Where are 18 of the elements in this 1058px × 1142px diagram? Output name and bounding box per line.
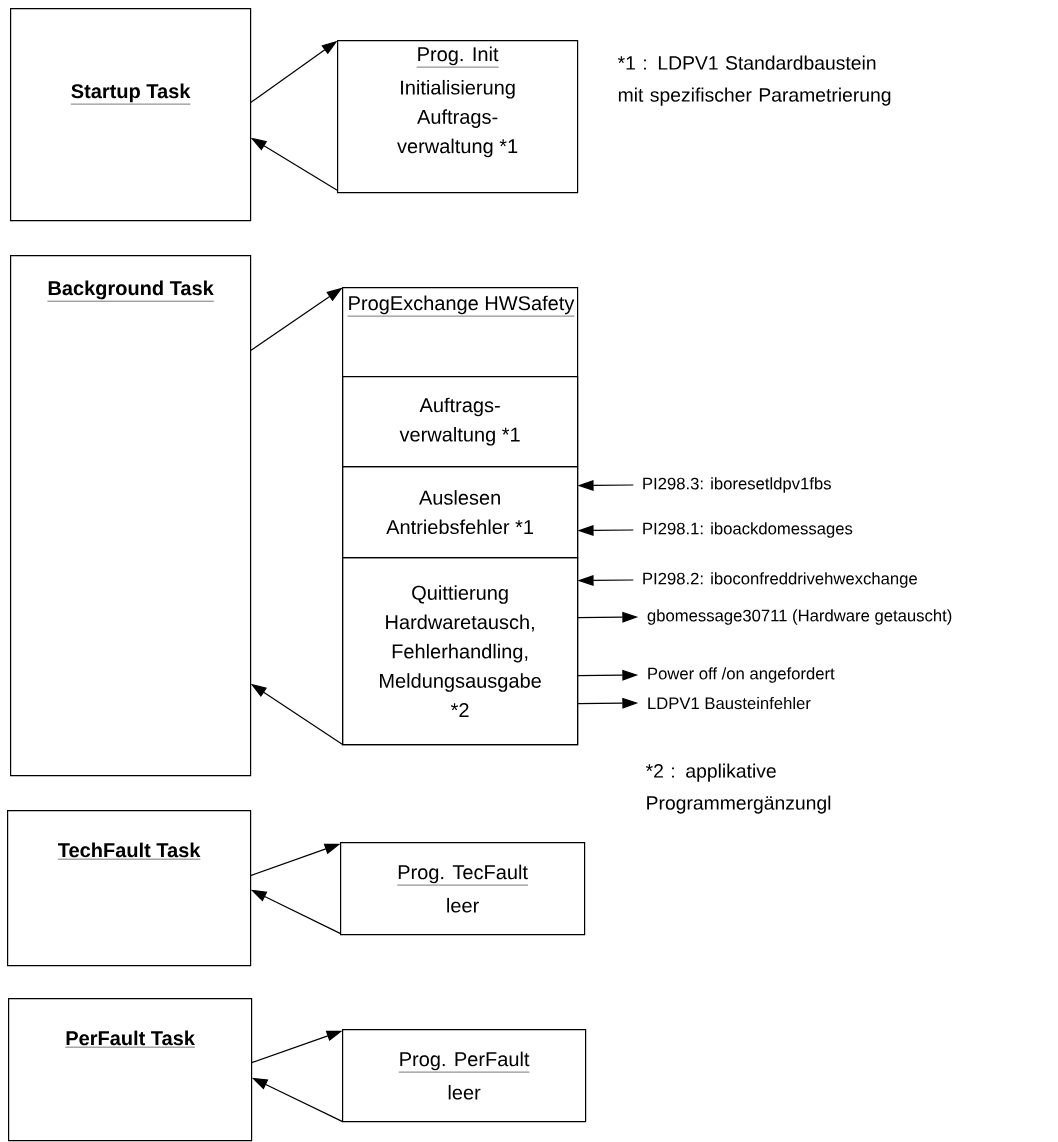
signal-label: LDPV1 Bausteinfehler — [648, 696, 811, 710]
signal-label: PI298.2: iboconfreddrivehwexchange — [643, 572, 917, 588]
section-box: Auslesen Antriebsfehler *1 — [342, 466, 579, 559]
signal-label: Power off /on angefordert — [648, 667, 835, 683]
signal-label: PI298.1: iboackdomessages — [643, 522, 853, 538]
program-box: Prog. Init Initialisierung Auftrags- verwaltung *1 — [337, 40, 579, 194]
footnote-text: *2 : applikative Programmergänzungl — [645, 763, 831, 814]
signal-label: gbomessage30711 (Hardware getauscht) — [647, 609, 952, 625]
task-box: PerFault Task — [8, 998, 253, 1142]
section-box: Auftrags- verwaltung *1 — [342, 376, 579, 468]
section-box: Quittierung Hardwaretausch, Fehlerhandling, Meldungsausgabe *2 — [342, 557, 579, 746]
task-box: Background Task — [10, 255, 252, 777]
task-box: Startup Task — [10, 8, 252, 222]
program-box: Prog. PerFault leer — [342, 1029, 587, 1123]
task-box: TechFault Task — [7, 810, 252, 967]
footnote-text: *1 : LDPV1 Standardbaustein mit spezifischer Parametrierung — [617, 55, 891, 106]
program-box: Prog. TecFault leer — [340, 842, 586, 936]
signal-label: PI298.3: iboresetldpv1fbs — [643, 477, 831, 493]
